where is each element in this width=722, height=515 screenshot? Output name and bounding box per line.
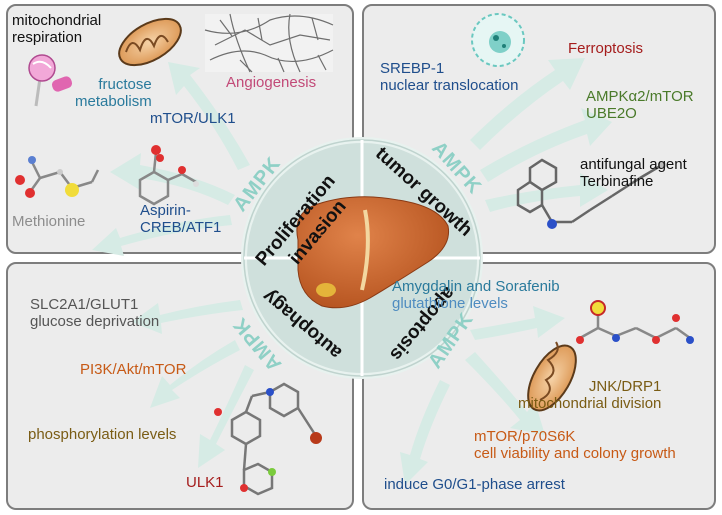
arrow-tr-3 bbox=[485, 173, 608, 212]
slc2a1-line1: SLC2A1/GLUT1 bbox=[30, 296, 139, 313]
text-methionine: Methionine bbox=[12, 213, 86, 230]
arrow-tl-1 bbox=[168, 62, 250, 170]
text-angiogenesis: Angiogenesis bbox=[226, 74, 317, 91]
candy-icon bbox=[28, 54, 73, 107]
text-amygdalin: Amygdalin and Sorafenib glutathione leve… bbox=[392, 278, 560, 313]
text-mitochondrial-respiration: mitochondrial respiration bbox=[12, 12, 101, 47]
mtor-p70-line1: mTOR/p70S6K bbox=[474, 428, 576, 445]
mtor-p70-line2: cell viability and colony growth bbox=[474, 445, 676, 463]
glutathione-molecule-icon bbox=[576, 300, 694, 344]
slc2a1-line2: glucose deprivation bbox=[30, 313, 160, 331]
text-ferroptosis: Ferroptosis bbox=[568, 40, 644, 57]
ulk1-inhibitor-molecule-icon bbox=[214, 382, 322, 496]
amygdalin-line1: Amygdalin and Sorafenib bbox=[392, 278, 560, 295]
jnk-line2: mitochondrial division bbox=[518, 395, 662, 413]
text-phosphorylation: phosphorylation levels bbox=[28, 426, 177, 443]
arrow-tr-1 bbox=[470, 58, 585, 150]
text-mtor-p70: mTOR/p70S6K cell viability and colony gr… bbox=[474, 428, 676, 463]
ampka2-line2: UBE2O bbox=[586, 105, 637, 123]
arrow-br-2 bbox=[465, 352, 545, 435]
text-jnk-drp1: JNK/DRP1 mitochondrial division bbox=[518, 378, 661, 413]
text-srebp: SREBP-1 nuclear translocation bbox=[380, 60, 518, 95]
text-ulk1: ULK1 bbox=[186, 474, 224, 491]
aspirin-line2: CREB/ATF1 bbox=[140, 219, 222, 237]
arrow-tr-2 bbox=[480, 108, 612, 182]
mito-resp-line2: respiration bbox=[12, 29, 83, 47]
arrow-group bbox=[92, 58, 612, 485]
arrow-br-1 bbox=[470, 306, 565, 340]
mito-resp-line1: mitochondrial bbox=[12, 12, 102, 29]
vessel-network-icon bbox=[204, 13, 334, 73]
aspirin-line1: Aspirin- bbox=[140, 202, 191, 219]
text-slc2a1: SLC2A1/GLUT1 glucose deprivation bbox=[30, 296, 159, 331]
fructose-line1: fructose bbox=[98, 76, 152, 93]
amygdalin-line2: glutathione levels bbox=[392, 295, 508, 313]
antifungal-line2: Terbinafine bbox=[580, 173, 654, 191]
srebp-line2: nuclear translocation bbox=[380, 77, 519, 95]
arrow-bl-1 bbox=[132, 300, 243, 334]
srebp-line1: SREBP-1 bbox=[380, 60, 445, 77]
arrow-br-3 bbox=[400, 380, 450, 485]
text-pi3k: PI3K/Akt/mTOR bbox=[80, 361, 187, 378]
text-antifungal: antifungal agent Terbinafine bbox=[580, 156, 687, 191]
text-mtor-ulk1: mTOR/ULK1 bbox=[150, 110, 236, 127]
mitochondrion-icon-2 bbox=[527, 341, 577, 412]
cell-nucleus-icon bbox=[471, 13, 525, 67]
text-fructose-metabolism: fructose metabolism bbox=[75, 76, 152, 111]
terbinafine-molecule-icon bbox=[516, 158, 666, 229]
arrow-tl-3 bbox=[92, 215, 232, 256]
arrow-bl-3 bbox=[198, 365, 254, 468]
ampka2-line1: AMPKα2/mTOR bbox=[586, 88, 694, 105]
text-g0g1-arrest: induce G0/G1-phase arrest bbox=[384, 476, 565, 493]
liver-image bbox=[296, 196, 450, 309]
antifungal-line1: antifungal agent bbox=[580, 156, 687, 173]
text-aspirin-creb: Aspirin- CREB/ATF1 bbox=[140, 202, 221, 237]
text-ampka2: AMPKα2/mTOR UBE2O bbox=[586, 88, 694, 123]
fructose-line2: metabolism bbox=[75, 93, 152, 111]
aspirin-molecule-icon bbox=[138, 145, 199, 206]
jnk-line1: JNK/DRP1 bbox=[588, 378, 662, 395]
arrow-bl-2 bbox=[150, 340, 240, 408]
mitochondrion-icon bbox=[118, 17, 182, 67]
methionine-molecule-icon bbox=[15, 156, 100, 198]
